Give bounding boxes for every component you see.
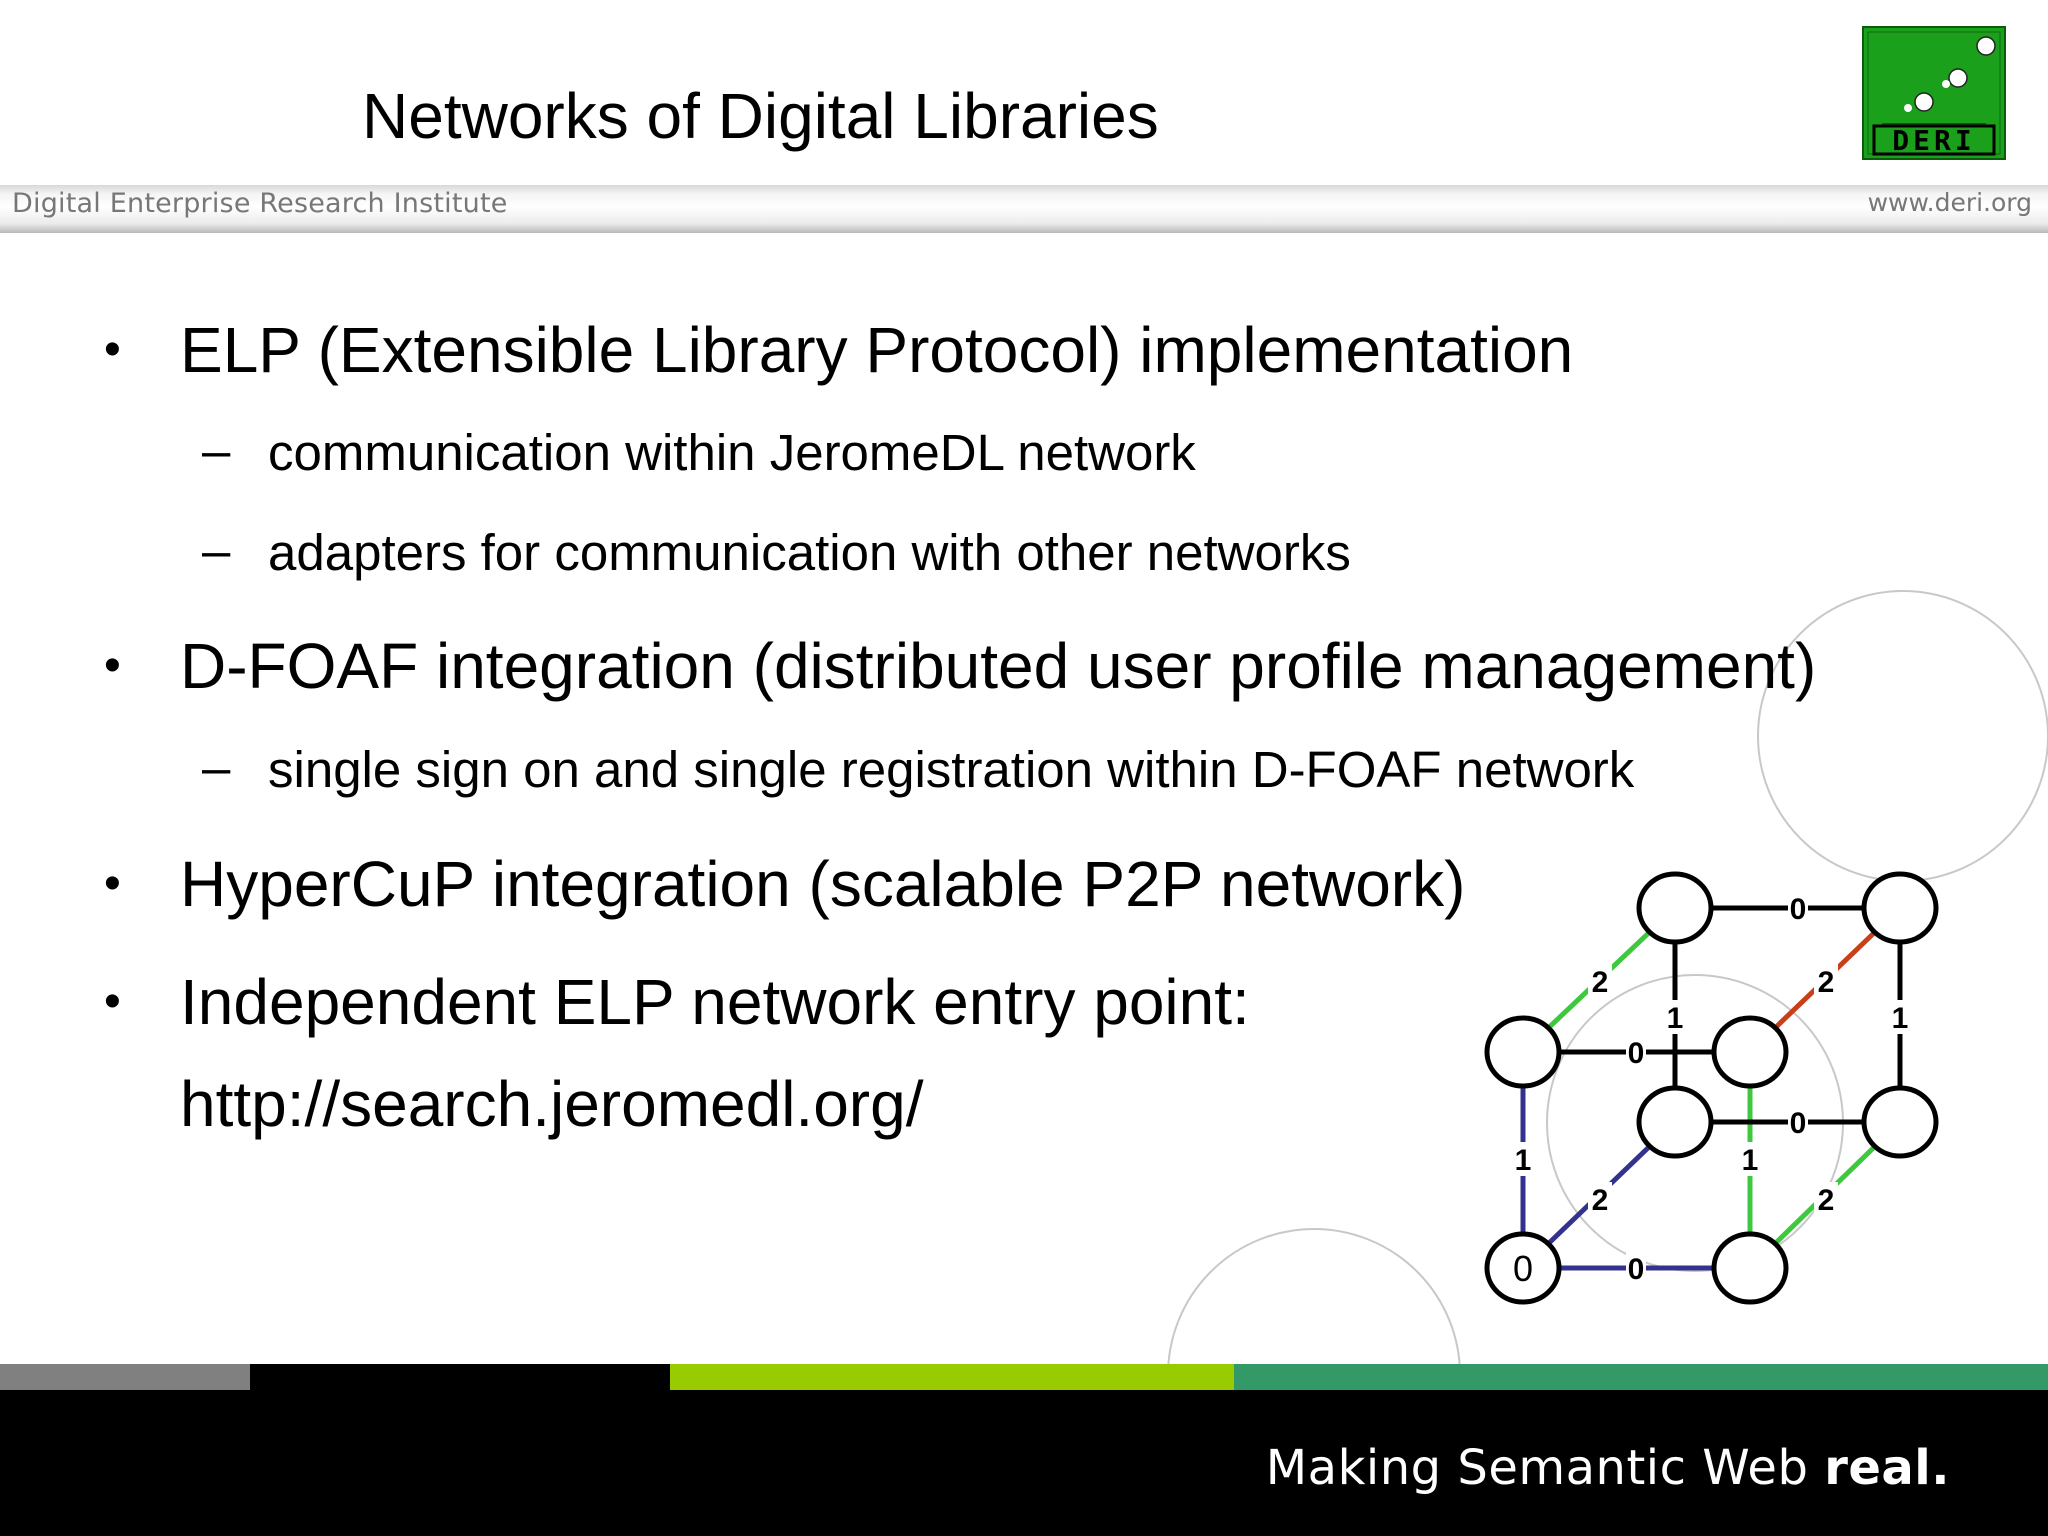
node-back-bottom-right	[1861, 1085, 1939, 1159]
edge-label: 1	[1892, 1002, 1909, 1035]
bullet-dot: •	[104, 323, 121, 376]
logo-text: DERI	[1892, 124, 1975, 157]
entry-point-url[interactable]: http://search.jeromedl.org/	[180, 1068, 924, 1140]
institute-name: Digital Enterprise Research Institute	[12, 188, 508, 219]
bullet-elp: • ELP (Extensible Library Protocol) impl…	[104, 312, 1574, 388]
edge-label: 1	[1515, 1144, 1532, 1177]
hypercube-diagram: 0 0 0 0 1 1 1 1 2 2 2 2 0	[1484, 871, 1939, 1305]
bullet-dot: •	[104, 857, 121, 910]
edge-label: 1	[1667, 1002, 1684, 1035]
bullet-entry-point: • Independent ELP network entry point:	[104, 964, 1250, 1040]
edge-label: 1	[1742, 1144, 1759, 1177]
node-front-top-right	[1711, 1015, 1789, 1089]
edge-label: 2	[1818, 1184, 1835, 1217]
node-front-top-left	[1484, 1015, 1562, 1089]
bullet-text: D-FOAF integration (distributed user pro…	[180, 630, 1817, 702]
sub-bullet-dash: –	[202, 739, 231, 796]
website-link[interactable]: www.deri.org	[1867, 188, 2032, 217]
bullet-text: ELP (Extensible Library Protocol) implem…	[180, 314, 1574, 386]
sub-bullet-text: single sign on and single registration w…	[268, 741, 1635, 798]
sub-bullet-communication: – communication within JeromeDL network	[202, 422, 1196, 483]
bullet-dot: •	[104, 975, 121, 1028]
bar-lime	[670, 1364, 1234, 1390]
bullet-text: Independent ELP network entry point:	[180, 966, 1250, 1038]
bullet-dot: •	[104, 639, 121, 692]
node-front-bottom-right	[1711, 1231, 1789, 1305]
node-back-bottom-left	[1636, 1085, 1714, 1159]
bullet-hypercup: • HyperCuP integration (scalable P2P net…	[104, 846, 1466, 922]
slogan: Making Semantic Web real.	[1266, 1440, 1950, 1496]
deri-logo: DERI	[1862, 26, 2006, 160]
edge-label: 2	[1818, 966, 1835, 999]
node-front-bottom-left	[1484, 1231, 1562, 1305]
edge-label: 0	[1628, 1253, 1645, 1286]
bar-gray	[0, 1364, 250, 1390]
footer-color-bars	[0, 1364, 2048, 1390]
edge-label: 0	[1790, 1107, 1807, 1140]
start-node-label: 0	[1513, 1248, 1533, 1289]
bullet-text: HyperCuP integration (scalable P2P netwo…	[180, 848, 1466, 920]
edge-label: 2	[1592, 1184, 1609, 1217]
slide-title: Networks of Digital Libraries	[362, 80, 1159, 152]
node-back-top-right	[1861, 871, 1939, 945]
bar-teal	[1234, 1364, 2048, 1390]
edge-label: 0	[1790, 893, 1807, 926]
bullet-dfoaf: • D-FOAF integration (distributed user p…	[104, 628, 1817, 704]
sub-bullet-text: adapters for communication with other ne…	[268, 524, 1351, 581]
sub-bullet-dash: –	[202, 522, 231, 579]
sub-bullet-dash: –	[202, 422, 231, 479]
slogan-bold: real.	[1824, 1440, 1950, 1496]
edge-label: 0	[1628, 1037, 1645, 1070]
node-back-top-left	[1636, 871, 1714, 945]
slogan-light: Making Semantic Web	[1265, 1440, 1825, 1496]
sub-bullet-adapters: – adapters for communication with other …	[202, 522, 1351, 583]
sub-bullet-text: communication within JeromeDL network	[268, 424, 1196, 481]
sub-bullet-sso: – single sign on and single registration…	[202, 739, 1635, 800]
edge-label: 2	[1592, 966, 1609, 999]
bar-black	[250, 1364, 670, 1390]
header-band	[0, 185, 2048, 233]
footer: Making Semantic Web real.	[0, 1390, 2048, 1536]
